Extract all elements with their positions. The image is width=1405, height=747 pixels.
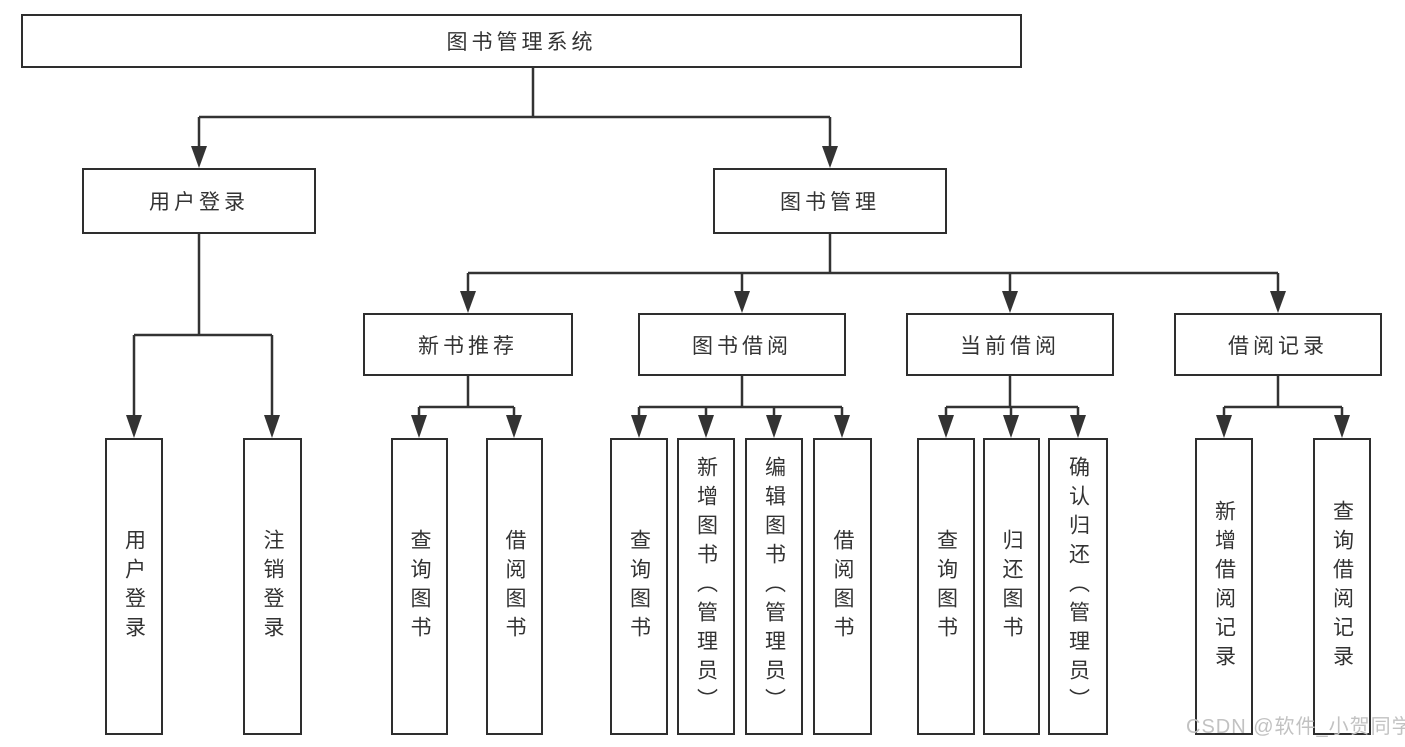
leaf-borrow-book: 借阅图书	[813, 438, 872, 735]
leaf-query-book-current: 查询图书	[917, 438, 975, 735]
connector-root	[191, 68, 838, 168]
leaf-add-book-admin: 新增图书（管理员）	[677, 438, 735, 735]
node-borrow-records: 借阅记录	[1174, 313, 1382, 376]
connector-book-management	[460, 234, 1286, 313]
leaf-return-book: 归还图书	[983, 438, 1040, 735]
node-new-book-recommend: 新书推荐	[363, 313, 573, 376]
node-root: 图书管理系统	[21, 14, 1022, 68]
connector-book-borrow	[631, 376, 850, 438]
node-book-management: 图书管理	[713, 168, 947, 234]
leaf-user-login: 用户登录	[105, 438, 163, 735]
leaf-query-borrow-record: 查询借阅记录	[1313, 438, 1371, 735]
leaf-query-book-recommend: 查询图书	[391, 438, 448, 735]
leaf-query-book-borrow: 查询图书	[610, 438, 668, 735]
connector-current-borrow	[938, 376, 1086, 438]
leaf-confirm-return-admin: 确认归还（管理员）	[1048, 438, 1108, 735]
connector-borrow-records	[1216, 376, 1350, 438]
leaf-add-borrow-record: 新增借阅记录	[1195, 438, 1253, 735]
connector-new-book-recommend	[411, 376, 522, 438]
csdn-watermark: CSDN @软件_小贺同学	[1186, 716, 1405, 738]
leaf-borrow-book-recommend: 借阅图书	[486, 438, 543, 735]
node-user-login: 用户登录	[82, 168, 316, 234]
node-book-borrow: 图书借阅	[638, 313, 846, 376]
connector-user-login	[126, 234, 280, 438]
node-current-borrow: 当前借阅	[906, 313, 1114, 376]
leaf-logout: 注销登录	[243, 438, 302, 735]
leaf-edit-book-admin: 编辑图书（管理员）	[745, 438, 803, 735]
